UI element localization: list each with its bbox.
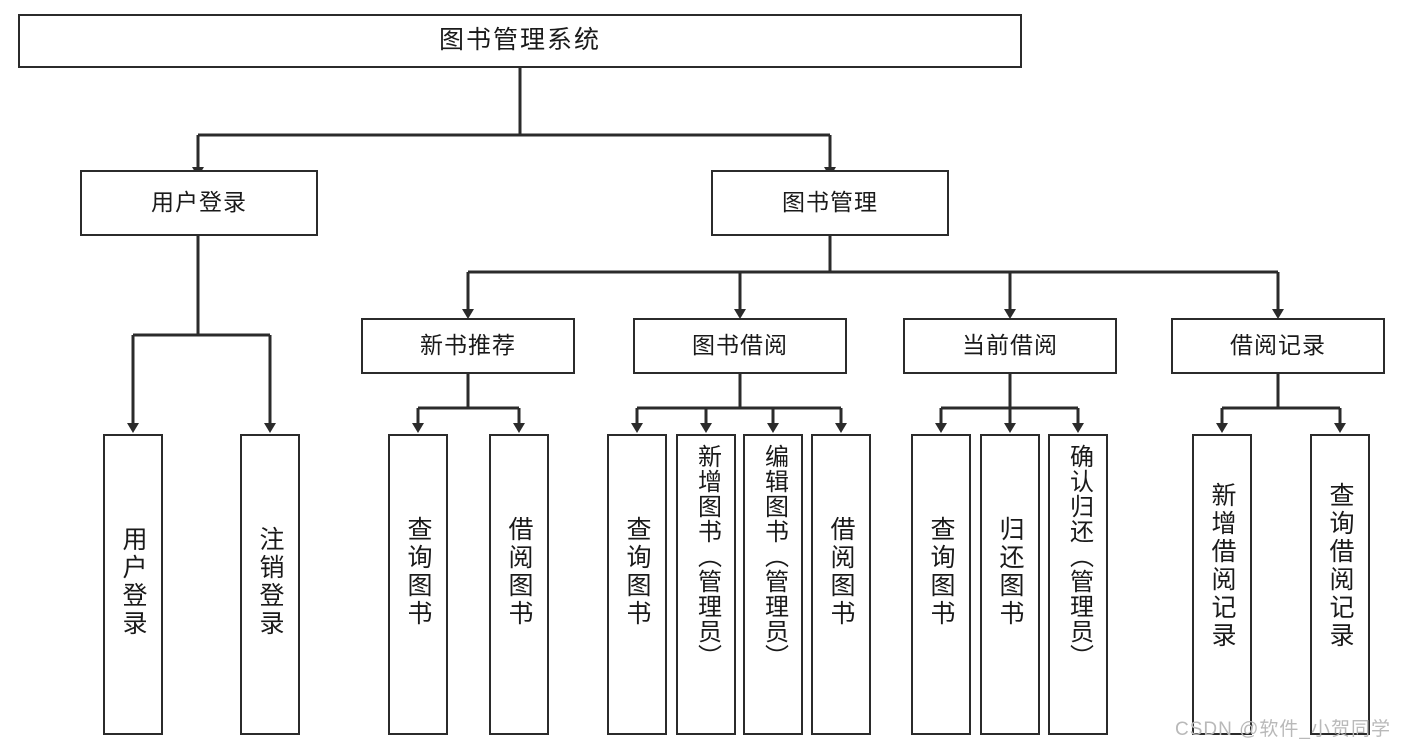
node-book-borrow[interactable]: 图书借阅 — [633, 318, 847, 374]
node-leaf-return-book-label: 归还图书 — [996, 516, 1024, 628]
node-leaf-edit-book-label: 编辑图书（管理员） — [760, 444, 788, 669]
node-leaf-query-book-3[interactable]: 查询图书 — [911, 434, 971, 735]
node-leaf-logout[interactable]: 注销登录 — [240, 434, 300, 735]
node-leaf-query-book-3-label: 查询图书 — [927, 516, 955, 628]
node-new-book-recommend[interactable]: 新书推荐 — [361, 318, 575, 374]
node-borrow-record-label: 借阅记录 — [1230, 332, 1326, 359]
node-leaf-add-book[interactable]: 新增图书（管理员） — [676, 434, 736, 735]
node-current-borrow[interactable]: 当前借阅 — [903, 318, 1117, 374]
node-leaf-borrow-book-2[interactable]: 借阅图书 — [811, 434, 871, 735]
node-leaf-query-book-1-label: 查询图书 — [404, 516, 432, 628]
node-leaf-return-book[interactable]: 归还图书 — [980, 434, 1040, 735]
node-leaf-edit-book[interactable]: 编辑图书（管理员） — [743, 434, 803, 735]
node-leaf-add-record[interactable]: 新增借阅记录 — [1192, 434, 1252, 735]
node-borrow-record[interactable]: 借阅记录 — [1171, 318, 1385, 374]
node-leaf-user-login[interactable]: 用户登录 — [103, 434, 163, 735]
node-book-borrow-label: 图书借阅 — [692, 332, 788, 359]
watermark-text: CSDN @软件_小贺同学 — [1175, 719, 1391, 740]
node-leaf-query-record-label: 查询借阅记录 — [1326, 482, 1354, 650]
node-leaf-borrow-book-2-label: 借阅图书 — [827, 516, 855, 628]
node-current-borrow-label: 当前借阅 — [962, 332, 1058, 359]
node-root-label: 图书管理系统 — [438, 26, 601, 55]
node-leaf-borrow-book-1[interactable]: 借阅图书 — [489, 434, 549, 735]
node-leaf-add-record-label: 新增借阅记录 — [1208, 482, 1236, 650]
node-leaf-query-book-2[interactable]: 查询图书 — [607, 434, 667, 735]
node-leaf-confirm-return[interactable]: 确认归还（管理员） — [1048, 434, 1108, 735]
node-leaf-query-book-2-label: 查询图书 — [623, 516, 651, 628]
node-leaf-logout-label: 注销登录 — [256, 526, 284, 638]
node-root[interactable]: 图书管理系统 — [18, 14, 1022, 68]
node-leaf-confirm-return-label: 确认归还（管理员） — [1065, 444, 1093, 669]
node-book-manage[interactable]: 图书管理 — [711, 170, 949, 236]
node-new-book-recommend-label: 新书推荐 — [420, 332, 516, 359]
node-book-manage-label: 图书管理 — [782, 189, 878, 216]
node-leaf-add-book-label: 新增图书（管理员） — [693, 444, 721, 669]
node-leaf-query-book-1[interactable]: 查询图书 — [388, 434, 448, 735]
node-leaf-query-record[interactable]: 查询借阅记录 — [1310, 434, 1370, 735]
node-user-login-label: 用户登录 — [151, 189, 247, 216]
node-leaf-borrow-book-1-label: 借阅图书 — [505, 516, 533, 628]
node-user-login[interactable]: 用户登录 — [80, 170, 318, 236]
node-leaf-user-login-label: 用户登录 — [119, 526, 147, 638]
